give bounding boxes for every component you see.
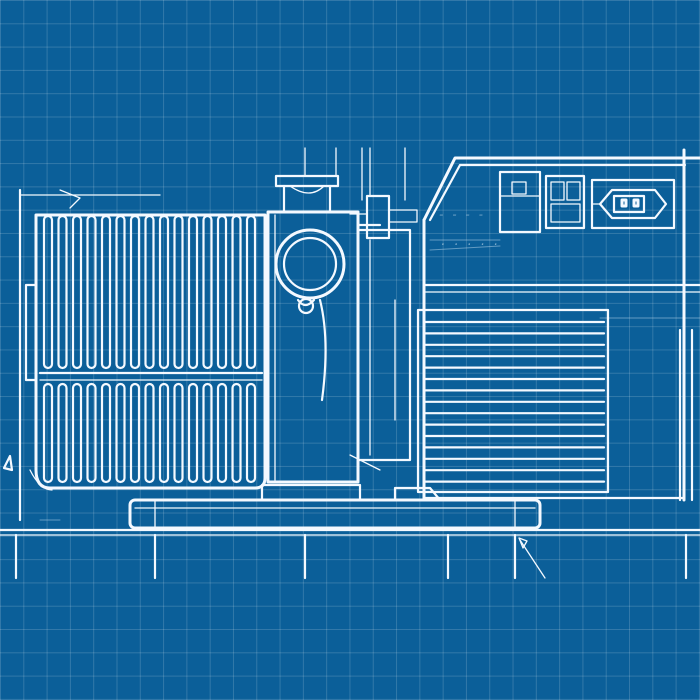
cooling-fin <box>231 382 242 484</box>
cooling-fin <box>216 214 228 370</box>
cooling-fin <box>158 382 170 484</box>
cooling-fins-upper <box>42 214 257 370</box>
sight-glass <box>274 228 346 402</box>
cooling-fin <box>144 382 155 484</box>
cooling-fin <box>86 382 97 484</box>
cooling-fin <box>158 214 170 370</box>
power-switch <box>544 174 586 230</box>
cooling-fin <box>129 214 141 370</box>
base-plate <box>128 483 542 530</box>
cooling-fin <box>187 382 199 484</box>
cooling-fin <box>245 382 257 484</box>
vent-grille <box>416 308 610 494</box>
ghost-annotation-2: . . . . . <box>440 237 499 249</box>
ground-reference <box>0 528 700 580</box>
right-edge-detail <box>678 328 694 502</box>
cooling-fins-lower <box>42 382 257 484</box>
ghost-annotation: - - - - <box>438 210 484 222</box>
cooling-fin <box>202 382 213 484</box>
cooling-fin <box>86 214 97 370</box>
cooling-fin <box>115 214 126 370</box>
cooling-fin <box>100 382 112 484</box>
cooling-fin <box>129 382 141 484</box>
cooling-fin <box>216 382 228 484</box>
motor-housing <box>2 188 267 522</box>
cooling-fin <box>71 382 83 484</box>
cooling-fin <box>202 214 213 370</box>
construction-lines: - - - - . . . . . <box>39 210 700 521</box>
cooling-fin <box>173 214 184 370</box>
cooling-fin <box>57 382 68 484</box>
control-box <box>422 148 700 502</box>
exhaust-valve <box>349 147 418 240</box>
pump-body <box>266 210 412 484</box>
cooling-fin <box>187 214 199 370</box>
cooling-fin <box>245 214 257 370</box>
cooling-fin <box>100 214 112 370</box>
cooling-fin <box>71 214 83 370</box>
cooling-fin <box>231 214 242 370</box>
power-inlet <box>590 178 676 230</box>
cooling-fin <box>115 382 126 484</box>
cooling-fin <box>144 214 155 370</box>
cooling-fin <box>42 214 54 370</box>
cooling-fin <box>42 382 54 484</box>
inlet-port <box>274 147 340 214</box>
cooling-fin <box>173 382 184 484</box>
cooling-fin <box>57 214 68 370</box>
